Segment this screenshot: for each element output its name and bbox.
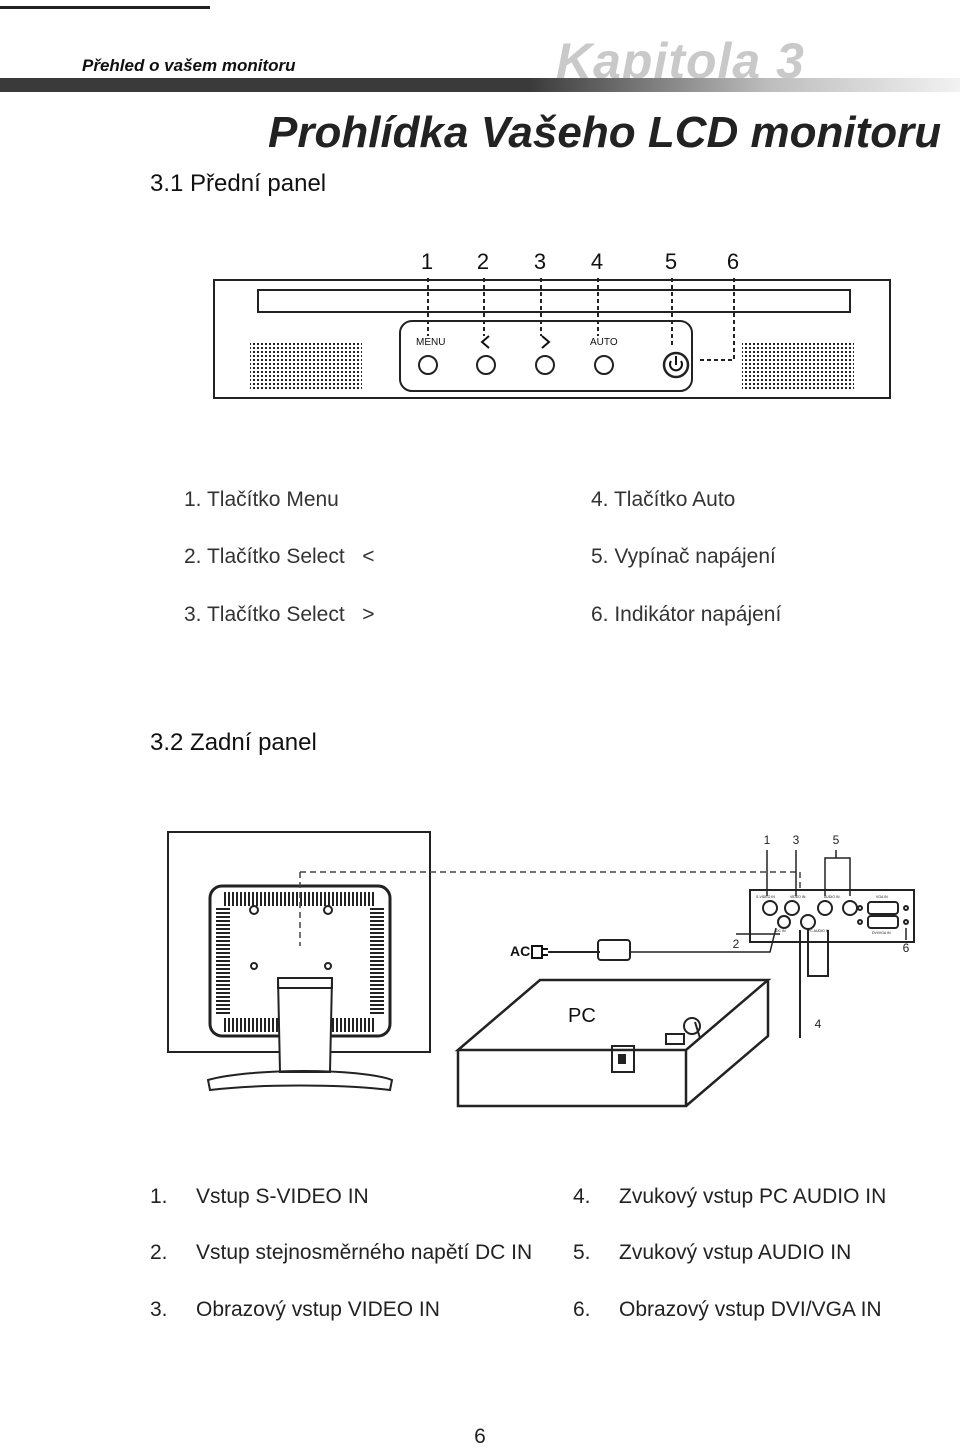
video-port bbox=[784, 900, 800, 916]
speaker-grill-right bbox=[742, 343, 854, 391]
chevron-right-icon bbox=[541, 335, 551, 349]
running-head: Přehled o vašem monitoru bbox=[82, 56, 296, 75]
monitor-stand bbox=[276, 977, 334, 1073]
dc-port bbox=[777, 915, 791, 929]
auto-button[interactable] bbox=[594, 355, 614, 375]
rear-item-4-num: 4. bbox=[573, 1185, 591, 1208]
audio-port-right bbox=[842, 900, 858, 916]
port-label-audio: AUDIO IN bbox=[824, 895, 840, 899]
ac-label: AC bbox=[510, 943, 530, 959]
vga-port bbox=[867, 901, 899, 915]
port-label-svideo: S-VIDEO IN bbox=[756, 895, 775, 899]
select-right-button[interactable] bbox=[535, 355, 555, 375]
front-callout-5: 5 bbox=[665, 249, 677, 274]
rear-callout-1: 1 bbox=[764, 833, 771, 847]
header-rule bbox=[0, 78, 960, 92]
front-callout-6: 6 bbox=[727, 249, 739, 274]
vent-top bbox=[224, 892, 376, 906]
pc-psu bbox=[611, 1045, 635, 1073]
front-item-3: 3. Tlačítko Select > bbox=[184, 603, 375, 626]
dvi-port bbox=[867, 915, 899, 929]
rear-callout-3: 3 bbox=[793, 833, 800, 847]
rear-callout-5: 5 bbox=[833, 833, 840, 847]
monitor-bezel bbox=[213, 279, 891, 399]
audio-port-left bbox=[817, 900, 833, 916]
page-title: Prohlídka Vašeho LCD monitoru bbox=[268, 108, 942, 157]
rear-callout-2: 2 bbox=[733, 937, 740, 951]
front-callout-2: 2 bbox=[477, 249, 489, 274]
svideo-port bbox=[762, 900, 778, 916]
power-button[interactable] bbox=[662, 351, 690, 379]
rear-item-3: Obrazový vstup VIDEO IN bbox=[196, 1298, 440, 1321]
rear-port-panel bbox=[749, 889, 915, 943]
rear-item-2: Vstup stejnosměrného napětí DC IN bbox=[196, 1241, 533, 1264]
rear-item-3-num: 3. bbox=[150, 1298, 168, 1321]
rear-item-6: Obrazový vstup DVI/VGA IN bbox=[619, 1298, 882, 1321]
section-heading-rear-panel: 3.2 Zadní panel bbox=[150, 729, 317, 756]
menu-button[interactable] bbox=[418, 355, 438, 375]
front-panel-diagram: 1 2 3 4 5 6 MENU AUTO bbox=[213, 249, 891, 399]
monitor-back-outline bbox=[167, 831, 431, 1053]
front-item-1: 1. Tlačítko Menu bbox=[184, 488, 339, 511]
port-label-dc: DC IN bbox=[776, 929, 786, 933]
rear-panel-diagram: S-VIDEO IN VIDEO IN AUDIO IN VGA IN DC I… bbox=[167, 831, 915, 1108]
select-left-button[interactable] bbox=[476, 355, 496, 375]
rear-item-1-num: 1. bbox=[150, 1185, 168, 1208]
section-heading-front-panel: 3.1 Přední panel bbox=[150, 170, 327, 197]
speaker-grill-left bbox=[250, 343, 362, 391]
stand-base bbox=[206, 1070, 394, 1092]
port-label-pc-audio: PC AUDIO IN bbox=[808, 929, 830, 933]
port-label-vga: VGA IN bbox=[876, 895, 888, 899]
rear-item-4: Zvukový vstup PC AUDIO IN bbox=[619, 1185, 887, 1208]
rear-callout-4: 4 bbox=[815, 1017, 822, 1031]
vent-left bbox=[216, 908, 230, 1016]
front-callout-3: 3 bbox=[534, 249, 546, 274]
pc-case bbox=[454, 978, 772, 1108]
front-item-6: 6. Indikátor napájení bbox=[591, 603, 782, 626]
port-label-video: VIDEO IN bbox=[790, 895, 806, 899]
page-number: 6 bbox=[474, 1425, 486, 1448]
port-label-dvi: DVI/VGA IN bbox=[872, 931, 891, 935]
pc-label: PC bbox=[568, 1005, 596, 1027]
front-item-2: 2. Tlačítko Select < bbox=[184, 545, 375, 568]
front-callout-4: 4 bbox=[591, 249, 603, 274]
pc-audio-port bbox=[800, 914, 816, 930]
auto-label: AUTO bbox=[590, 337, 618, 348]
front-item-4: 4. Tlačítko Auto bbox=[591, 488, 736, 511]
button-panel bbox=[399, 320, 693, 392]
rear-item-1: Vstup S-VIDEO IN bbox=[196, 1185, 369, 1208]
ac-plug-icon bbox=[531, 945, 548, 959]
audio-cable bbox=[799, 930, 829, 1038]
dc-cable bbox=[630, 927, 777, 953]
power-icon bbox=[669, 356, 683, 372]
rear-item-5-num: 5. bbox=[573, 1241, 591, 1264]
rear-item-2-num: 2. bbox=[150, 1241, 168, 1264]
rear-item-5: Zvukový vstup AUDIO IN bbox=[619, 1241, 852, 1264]
menu-label: MENU bbox=[416, 337, 445, 348]
rear-callout-6: 6 bbox=[903, 941, 910, 955]
screen-bottom-edge bbox=[257, 289, 851, 313]
front-item-5: 5. Vypínač napájení bbox=[591, 545, 776, 568]
chevron-left-icon bbox=[480, 335, 490, 349]
rear-item-6-num: 6. bbox=[573, 1298, 591, 1321]
vent-right bbox=[370, 908, 384, 1016]
header-top-rule bbox=[0, 6, 210, 9]
front-callout-1: 1 bbox=[421, 249, 433, 274]
power-adapter bbox=[597, 939, 631, 961]
